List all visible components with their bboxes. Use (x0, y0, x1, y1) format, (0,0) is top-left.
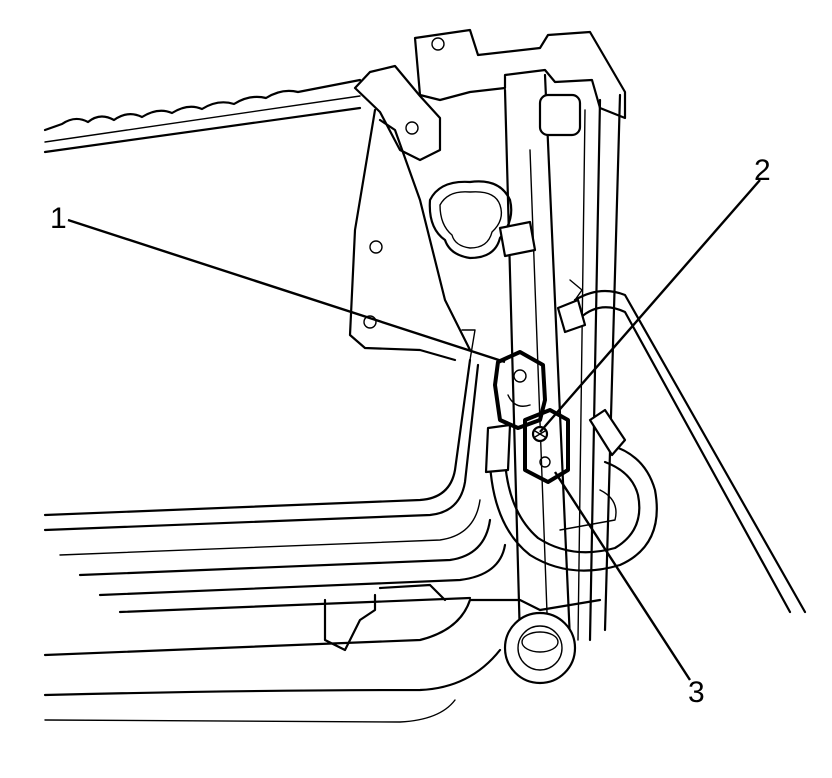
leader-line-3 (553, 471, 692, 681)
cooler-lines (43, 329, 507, 614)
heart-cutout (428, 180, 513, 260)
leader-line-1 (67, 218, 506, 364)
callout-2: 2 (754, 154, 771, 187)
side-channel (498, 73, 622, 642)
cooler-hose (484, 408, 658, 572)
upper-bracket (348, 28, 627, 362)
upper-tank (43, 78, 362, 154)
leader-line-2 (539, 179, 761, 433)
lower-crossmember (43, 583, 602, 723)
callout-1: 1 (50, 202, 67, 235)
diagonal-tube (556, 279, 807, 614)
clamp-bracket-3 (523, 408, 570, 484)
clamp-bracket-1 (493, 350, 547, 430)
bolt-2 (531, 425, 549, 443)
callout-3: 3 (688, 676, 705, 709)
